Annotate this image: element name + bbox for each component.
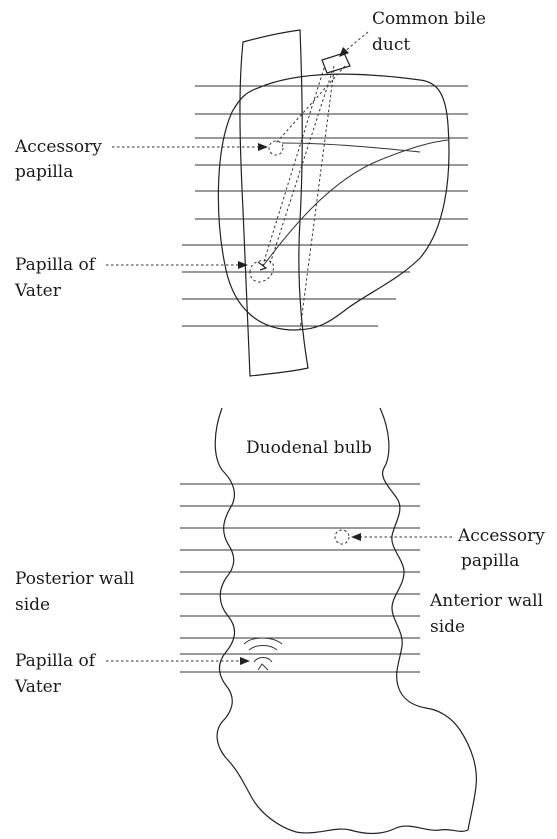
bottom-edge [296, 826, 468, 833]
label-anterior-wall-2: side [430, 617, 465, 637]
top-accessory-papilla-marker [269, 141, 283, 155]
pancreatic-duct-curve [263, 140, 448, 266]
label-common-bile-duct-1: Common bile [372, 9, 486, 29]
top-scan-lines [182, 86, 468, 326]
label-bottom-accessory-papilla-2: papilla [461, 551, 519, 571]
label-common-bile-duct-2: duct [372, 35, 410, 55]
bottom-accessory-papilla-marker [335, 530, 349, 544]
bottom-vater-arrow [240, 657, 250, 665]
label-top-papilla-of-vater-2: Vater [14, 281, 62, 301]
label-top-accessory-papilla-2: papilla [15, 162, 73, 182]
top-bile-duct-leader [344, 32, 368, 52]
bottom-diagram: Duodenal bulb Accessory papilla Posterio… [14, 408, 545, 834]
label-anterior-wall-1: Anterior wall [429, 591, 543, 611]
top-papilla-of-vater-marker [250, 260, 274, 282]
top-accessory-arrow [258, 143, 268, 151]
label-posterior-wall-2: side [15, 595, 50, 615]
bottom-accessory-arrow [351, 533, 361, 541]
label-top-papilla-of-vater-1: Papilla of [15, 255, 97, 275]
label-bottom-papilla-of-vater-2: Vater [14, 677, 62, 697]
top-vater-arrow [238, 261, 248, 269]
label-bottom-papilla-of-vater-1: Papilla of [15, 651, 97, 671]
top-diagram: Common bile duct Accessory papilla Papil… [14, 9, 486, 376]
common-bile-duct-tube [322, 53, 350, 73]
label-top-accessory-papilla-1: Accessory [14, 137, 102, 157]
label-duodenal-bulb: Duodenal bulb [246, 438, 372, 458]
label-posterior-wall-1: Posterior wall [15, 569, 135, 589]
bottom-left-wall [215, 408, 296, 832]
bottom-scan-lines [180, 484, 420, 672]
duodenum-body-outline [218, 74, 449, 330]
label-bottom-accessory-papilla-1: Accessory [457, 526, 545, 546]
bile-duct-projection-lines [262, 66, 345, 330]
